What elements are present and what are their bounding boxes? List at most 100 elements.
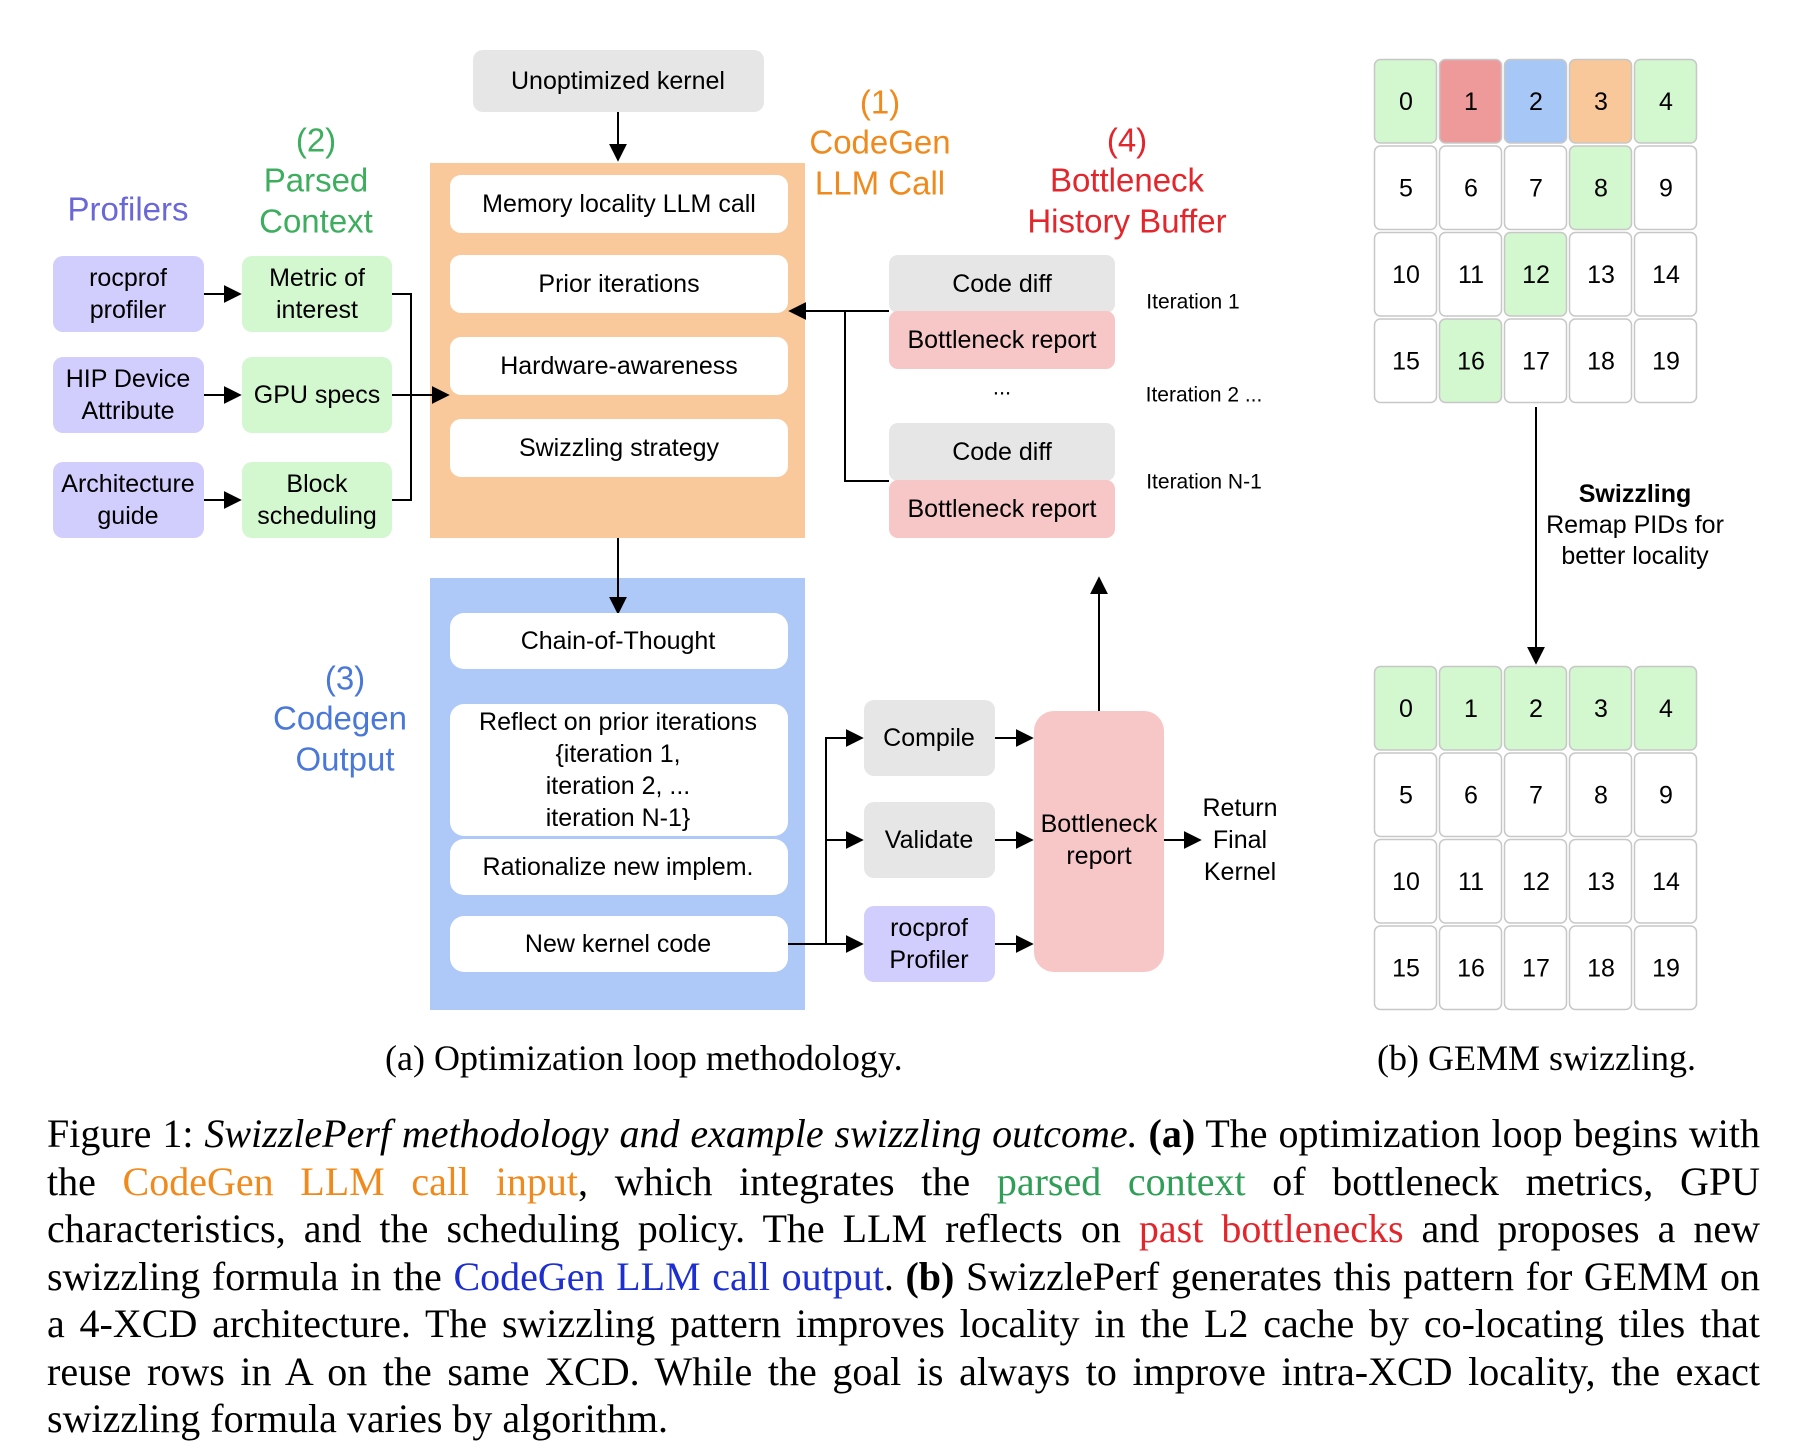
grid-cell-value: 11 [1458,868,1484,896]
profiler-box [53,357,204,433]
grid-cell-value: 15 [1392,955,1420,983]
parsed-box [242,462,392,538]
buffer-number: (4) [1107,122,1147,159]
grid-cell-value: 12 [1522,868,1550,896]
grid-cell [1568,318,1633,404]
grid-cell [1633,145,1698,231]
output-item-label: New kernel code [525,930,711,958]
caption-part-3: of bottleneck metrics, GPU characteristi… [47,1158,1760,1252]
grid-cell [1568,145,1633,231]
grid-cell [1503,145,1568,231]
grid-cell-value: 8 [1594,782,1608,810]
bottleneck-report-main [1034,711,1164,972]
grid-cell-value: 7 [1529,782,1543,810]
parsed-label: GPU specs [254,381,380,409]
grid-cell-value: 18 [1587,348,1615,376]
grid-cell [1503,838,1568,924]
profiler-box [53,256,204,332]
grid-cell [1503,925,1568,1011]
grid-cell [1503,665,1568,751]
grid-cell-value: 5 [1399,175,1413,203]
grid-cell [1568,665,1633,751]
caption-highlight-llm-output: CodeGen LLM call output [453,1253,884,1299]
caption-part-5: . [883,1253,906,1299]
grid-cell [1373,665,1438,751]
step-label: Compile [883,724,975,752]
output-item [450,839,788,895]
grid-cell [1373,752,1438,838]
caption-highlight-parsed-context: parsed context [996,1158,1246,1204]
llm-call-item-label: Swizzling strategy [519,434,720,462]
grid-cell [1633,665,1698,751]
grid-cell-value: 4 [1659,88,1673,116]
grid-cell-value: 5 [1399,782,1413,810]
grid-cell-value: 17 [1522,348,1550,376]
grid-cell-value: 17 [1522,955,1550,983]
caption-part-1: The optimization loop begins with the [47,1111,1761,1204]
grid-cell-value: 18 [1587,955,1615,983]
grid-cell [1633,838,1698,924]
output-item [450,613,788,669]
profilers-title: Profilers [67,191,188,228]
output-item [450,704,788,836]
parsed-label: Block [286,470,348,498]
grid-cell [1438,145,1503,231]
grid-cell [1438,58,1503,144]
grid-cell-value: 16 [1457,955,1485,983]
codegen-title: CodeGen [809,124,950,161]
bottleneck-report-main-label: Bottleneck [1041,810,1158,838]
profiler-label: Attribute [81,397,174,425]
grid-cell [1568,838,1633,924]
output-title: Codegen [273,700,407,737]
profiler-label: Architecture [61,470,194,498]
code-diff-box [889,255,1115,313]
grid-cell-value: 19 [1652,348,1680,376]
grid-cell-value: 19 [1652,955,1680,983]
swizzling-subtitle: better locality [1561,542,1709,570]
caption-prefix: Figure 1: [47,1111,205,1156]
code-diff-label: Code diff [952,438,1052,466]
output-item-label: iteration 2, ... [546,772,691,800]
grid-cell [1503,58,1568,144]
llm-call-item [450,419,788,477]
grid-cell [1373,58,1438,144]
parsed-label: scheduling [257,502,377,530]
unoptimized-kernel-box [473,50,764,112]
unoptimized-kernel-label: Unoptimized kernel [511,67,725,95]
grid-cell-value: 6 [1464,782,1478,810]
codegen-number: (1) [860,84,900,121]
llm-call-item [450,255,788,313]
subcaption-a: (a) Optimization loop methodology. [385,1038,903,1078]
grid-cell [1633,58,1698,144]
grid-cell-value: 0 [1399,695,1413,723]
bottleneck-report-main-label: report [1066,842,1131,870]
grid-cell [1633,231,1698,317]
grid-cell [1438,231,1503,317]
grid-cell-value: 16 [1457,348,1485,376]
output-item-label: Reflect on prior iterations [479,708,757,736]
output-item-label: Rationalize new implem. [483,853,754,881]
grid-cell-value: 1 [1464,88,1478,116]
figure-caption: Figure 1: SwizzlePerf methodology and ex… [47,1110,1760,1443]
grid-cell-value: 13 [1587,868,1615,896]
parsed-label: interest [276,296,358,324]
grid-cell-value: 6 [1464,175,1478,203]
step-box [864,700,995,776]
output-number: (3) [325,660,365,697]
grid-cell-value: 0 [1399,88,1413,116]
profiler-label: profiler [90,296,166,324]
bottleneck-report-box [889,311,1115,369]
profiler-label: rocprof [89,264,167,292]
step-label: Validate [885,826,974,854]
grid-cell [1373,145,1438,231]
return-final-kernel-label: Final [1213,826,1267,854]
bottleneck-report-label: Bottleneck report [908,326,1097,354]
code-diff-box [889,423,1115,481]
code-diff-label: Code diff [952,270,1052,298]
parsed-box [242,357,392,433]
grid-cell [1633,752,1698,838]
grid-cell [1633,318,1698,404]
step-box [864,802,995,878]
grid-cell [1373,231,1438,317]
iteration-label: Iteration 1 [1146,291,1239,314]
